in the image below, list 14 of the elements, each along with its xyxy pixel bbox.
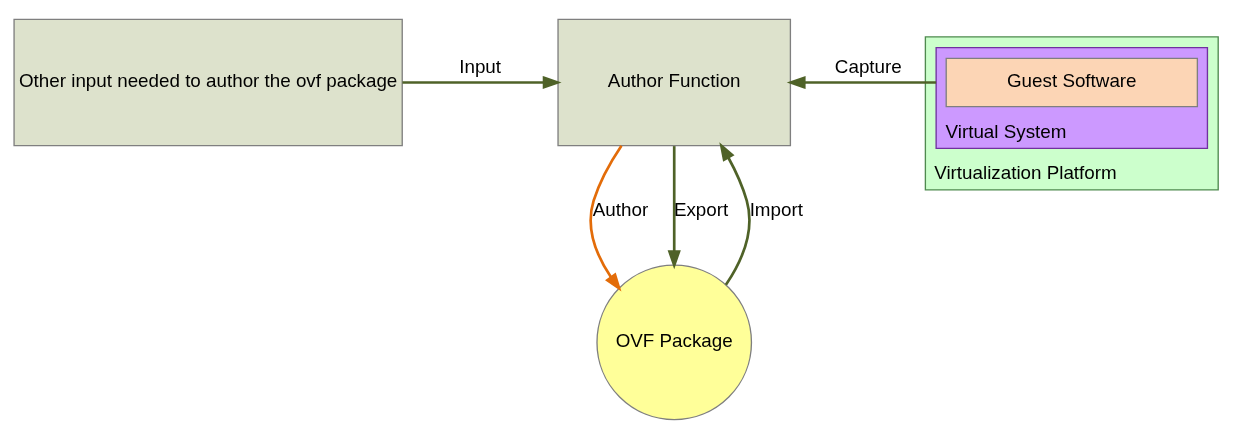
node-box: Guest Software [945, 57, 1199, 108]
arrow [402, 75, 562, 90]
arrow [667, 146, 681, 270]
edge-label: Input [459, 56, 502, 78]
node-box: Other input needed to author the ovf package [13, 18, 403, 147]
edge-label: Capture [834, 56, 902, 78]
node-circle: OVF Package [596, 264, 753, 421]
arrow [589, 144, 623, 292]
arrow [719, 142, 751, 286]
arrow [786, 75, 937, 90]
node-box: Author Function [557, 18, 792, 147]
edge-label: Export [673, 198, 729, 220]
edge-label: Author [592, 198, 649, 220]
edge-label: Import [749, 198, 803, 220]
